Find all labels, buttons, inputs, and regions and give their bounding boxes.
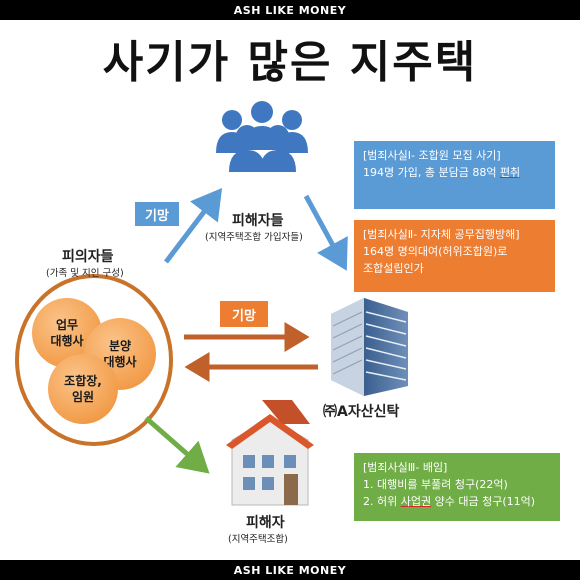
fact-1-title: [범죄사실Ⅰ- 조합원 모집 사기] xyxy=(363,149,501,162)
fact-1-line: 194명 가입, 총 분담금 88억 편취 xyxy=(363,164,546,181)
house-icon xyxy=(226,400,314,506)
fact-box-2: [범죄사실Ⅱ- 지자체 공무집행방해] 164명 명의대여(허위조합원)로 조합… xyxy=(354,220,555,292)
victim-subtitle: (지역주택조합) xyxy=(228,534,288,545)
fact-3-text-b: 양수 대금 청구(11억) xyxy=(431,495,536,508)
office-building-icon xyxy=(331,298,408,396)
suspects-ring xyxy=(15,274,173,446)
brand-bar-bottom: ASH LIKE MONEY xyxy=(0,560,580,580)
fact-3-text-a: 2. 허위 xyxy=(363,495,401,508)
fact-2-title: [범죄사실Ⅱ- 지자체 공무집행방해] xyxy=(363,228,520,241)
fact-1-text: 194명 가입, 총 분담금 88억 xyxy=(363,166,500,179)
fact-2-line-1: 164명 명의대여(허위조합원)로 xyxy=(363,245,508,258)
fraud-tag-1: 기망 xyxy=(135,202,179,226)
fact-1-underlined: 편취 xyxy=(499,166,521,179)
suspects-title: 피의자들 xyxy=(62,249,114,265)
suspect-group-chairman-officers: 조합장, 임원 xyxy=(48,354,118,424)
suspect-group-label: 분양 xyxy=(108,339,132,353)
brand-bar-top: ASH LIKE MONEY xyxy=(0,0,580,20)
suspect-group-label: 대행사 xyxy=(103,355,137,369)
arrow-suspects-to-victim xyxy=(144,416,210,474)
suspects-subtitle: (가족 및 지인 구성) xyxy=(46,268,124,279)
arrow-victims-to-trust xyxy=(303,194,348,271)
suspect-group-label: 대행사 xyxy=(50,334,84,348)
fact-box-3: [범죄사실Ⅲ- 배임] 1. 대행비를 부풀려 청구(22억) 2. 허위 사업… xyxy=(354,453,560,521)
suspect-group-label: 조합장, xyxy=(64,374,102,388)
victim-title: 피해자 xyxy=(246,515,285,531)
trust-company-label: ㈜A자산신탁 xyxy=(323,404,400,420)
fact-3-underlined: 사업권 xyxy=(400,495,432,508)
fraud-tag-2: 기망 xyxy=(220,301,268,327)
headline: 사기가 많은 지주택 xyxy=(102,37,478,88)
suspect-group-label: 업무 xyxy=(55,318,79,332)
fact-3-line-1: 1. 대행비를 부풀려 청구(22억) xyxy=(363,478,508,491)
people-group-icon xyxy=(216,101,308,172)
victims-group-title: 피해자들 xyxy=(232,213,284,229)
fact-3-title: [범죄사실Ⅲ- 배임] xyxy=(363,461,448,474)
suspect-group-label: 임원 xyxy=(71,390,95,404)
victims-group-subtitle: (지역주택조합 가입자들) xyxy=(205,232,303,243)
fact-box-1: [범죄사실Ⅰ- 조합원 모집 사기] 194명 가입, 총 분담금 88억 편취 xyxy=(354,141,555,209)
fact-2-line-2: 조합설립인가 xyxy=(363,262,424,275)
fact-3-line-2: 2. 허위 사업권 양수 대금 청구(11억) xyxy=(363,493,551,510)
arrow-suspects-to-victims xyxy=(164,188,223,264)
